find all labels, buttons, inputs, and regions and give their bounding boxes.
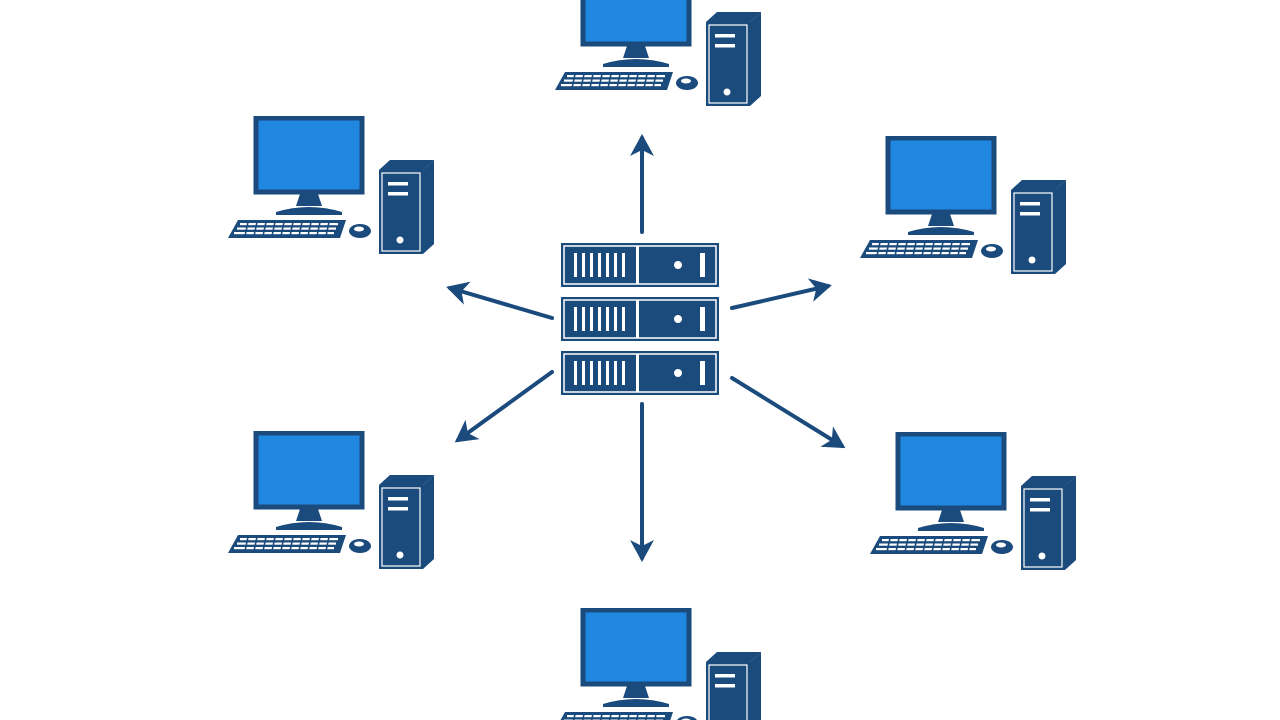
server-unit-1 (560, 242, 720, 288)
desktop-computer-icon-upper-right (860, 138, 1066, 274)
server-rack-icon (560, 242, 720, 396)
arrow-to-upper-left (446, 281, 554, 320)
desktop-computer-icon-bottom (555, 610, 761, 720)
server-unit-3 (560, 350, 720, 396)
desktop-computer-icon-lower-left (228, 433, 434, 569)
desktop-computer-icon-top (555, 0, 761, 106)
desktop-computer-icon-upper-left (228, 118, 434, 254)
server-unit-2 (560, 296, 720, 342)
arrow-to-lower-left (454, 370, 554, 443)
arrow-to-upper-right (730, 278, 832, 310)
arrow-to-lower-right (730, 376, 846, 449)
connections (446, 134, 846, 562)
desktop-computer-icon-lower-right (870, 434, 1076, 570)
